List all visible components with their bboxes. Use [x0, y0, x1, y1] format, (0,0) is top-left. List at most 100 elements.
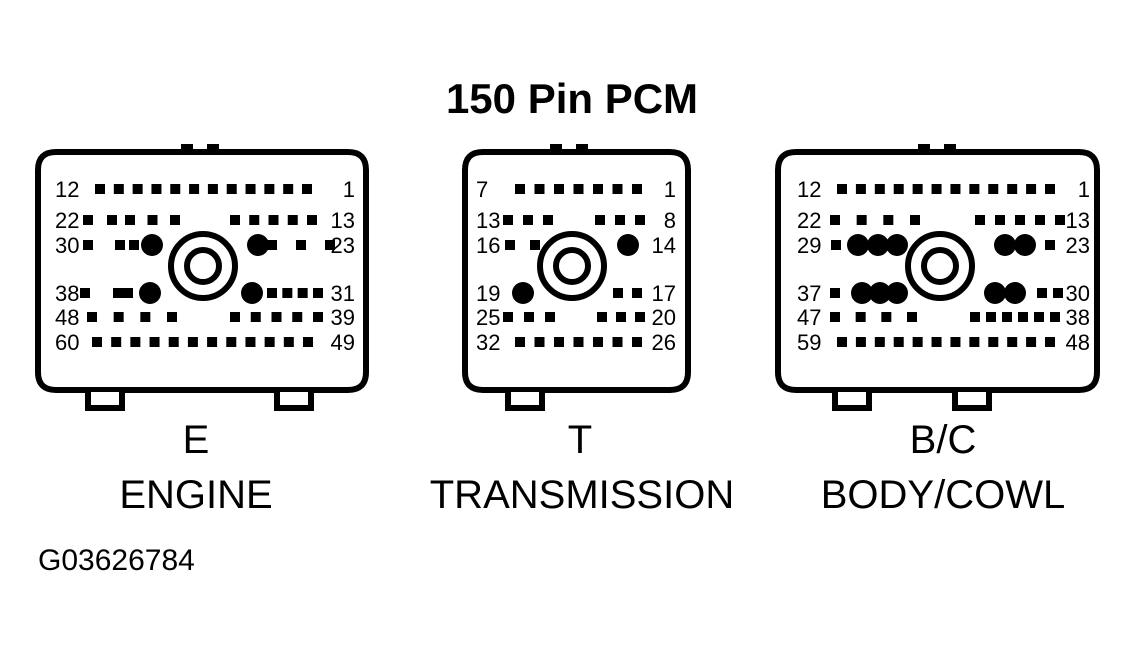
pin-number-left: 48: [55, 305, 79, 330]
pin-cavity: [543, 215, 553, 225]
pin-cavity: [615, 215, 625, 225]
pin-cavity: [1026, 184, 1037, 194]
pin-cavity: [831, 240, 841, 250]
pin-cavity: [267, 240, 277, 250]
connector-name: TRANSMISSION: [430, 473, 734, 517]
pin-cavity: [207, 337, 218, 347]
pin-cavity: [283, 184, 294, 194]
pin-cavity: [931, 337, 942, 347]
pin-cavity: [170, 215, 180, 225]
large-pin-cavity: [984, 282, 1006, 304]
pin-cavity: [268, 215, 279, 225]
large-pin-cavity: [851, 282, 873, 304]
pin-cavity: [83, 240, 93, 250]
pin-number-right: 1: [343, 177, 355, 202]
pin-cavity: [1050, 312, 1060, 322]
pin-cavity: [632, 288, 642, 298]
pin-cavity: [132, 184, 143, 194]
pin-cavity: [170, 184, 181, 194]
pin-cavity: [1055, 215, 1065, 225]
pin-number-left: 7: [476, 177, 488, 202]
pin-cavity: [988, 337, 999, 347]
connector-name: ENGINE: [119, 473, 272, 517]
pin-cavity: [524, 312, 534, 322]
pin-cavity: [912, 184, 923, 194]
pin-cavity: [307, 215, 317, 225]
pin-number-left: 59: [797, 330, 821, 355]
pin-cavity: [988, 184, 999, 194]
pin-cavity: [1035, 215, 1045, 225]
pin-cavity: [612, 337, 623, 347]
pin-number-left: 29: [797, 233, 821, 258]
pin-cavity: [113, 312, 124, 322]
pin-number-right: 48: [1066, 330, 1090, 355]
pin-cavity: [129, 240, 139, 250]
pin-cavity: [573, 184, 584, 194]
large-pin-cavity: [994, 234, 1016, 256]
pin-number-right: 14: [652, 233, 676, 258]
mounting-tab: [274, 392, 314, 411]
large-pin-cavity: [617, 234, 639, 256]
latch-notch: [944, 144, 956, 152]
pin-cavity: [874, 184, 885, 194]
connector-name: BODY/COWL: [821, 473, 1065, 517]
pin-cavity: [503, 312, 513, 322]
pin-cavity: [593, 184, 603, 194]
pin-cavity: [80, 288, 90, 298]
pin-cavity: [87, 312, 97, 322]
pin-cavity: [140, 312, 151, 322]
pin-cavity: [287, 215, 298, 225]
pin-cavity: [969, 337, 980, 347]
pin-cavity: [573, 337, 584, 347]
pin-number-right: 1: [664, 177, 676, 202]
pin-number-left: 38: [55, 281, 79, 306]
pin-number-left: 19: [476, 281, 500, 306]
pin-cavity: [267, 288, 277, 298]
pin-cavity: [545, 312, 555, 322]
connector-letter: B/C: [910, 418, 977, 462]
pin-cavity: [292, 312, 303, 322]
pin-cavity: [297, 288, 308, 298]
pin-cavity: [534, 184, 545, 194]
mounting-tab: [85, 392, 125, 411]
connector-letter: E: [183, 418, 210, 462]
pin-number-right: 23: [331, 233, 355, 258]
pin-number-left: 47: [797, 305, 821, 330]
figure-id: G03626784: [38, 544, 195, 577]
large-pin-cavity: [886, 234, 908, 256]
latch-notch: [207, 144, 219, 152]
pin-cavity: [910, 215, 920, 225]
pin-cavity: [151, 184, 162, 194]
pin-cavity: [830, 215, 840, 225]
pin-cavity: [855, 312, 866, 322]
pin-cavity: [837, 337, 847, 347]
pin-cavity: [632, 337, 642, 347]
pin-cavity: [635, 312, 645, 322]
diagram-title: 150 Pin PCM: [446, 75, 698, 122]
pin-cavity: [837, 184, 847, 194]
center-bolt-inner-ring: [921, 247, 959, 285]
center-bolt-inner-ring: [184, 247, 222, 285]
pin-cavity: [632, 184, 642, 194]
pin-cavity: [1034, 312, 1044, 322]
pin-cavity: [931, 184, 942, 194]
pin-cavity: [856, 215, 867, 225]
pin-cavity: [92, 337, 102, 347]
pin-number-right: 30: [1066, 281, 1090, 306]
pin-cavity: [523, 215, 533, 225]
pin-cavity: [855, 337, 866, 347]
pin-cavity: [1015, 215, 1025, 225]
pin-cavity: [515, 337, 525, 347]
pin-number-left: 22: [797, 208, 821, 233]
pin-cavity: [950, 184, 961, 194]
pin-cavity: [147, 215, 158, 225]
pin-number-left: 32: [476, 330, 500, 355]
pin-number-left: 60: [55, 330, 79, 355]
pin-cavity: [264, 184, 275, 194]
pin-cavity: [95, 184, 105, 194]
pin-cavity: [130, 337, 141, 347]
latch-notch: [181, 144, 193, 152]
pin-cavity: [187, 337, 198, 347]
